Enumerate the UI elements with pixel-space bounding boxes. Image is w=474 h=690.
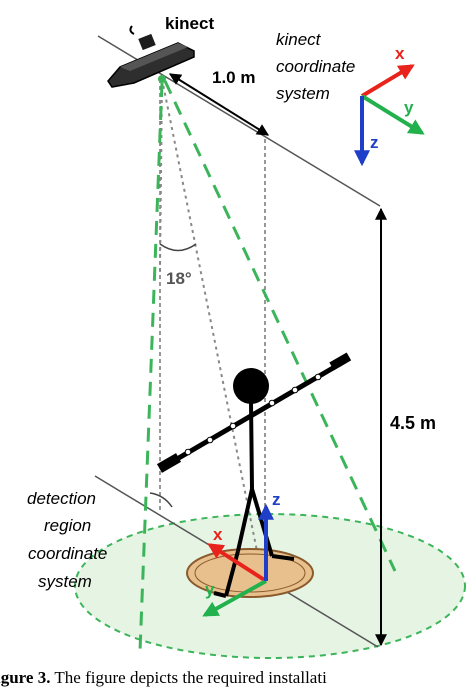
fov-line-left bbox=[138, 82, 164, 652]
kinect-y-axis bbox=[360, 94, 425, 135]
kinect-cs-label-3: system bbox=[276, 84, 330, 103]
detection-y-label: y bbox=[205, 580, 215, 599]
height-label: 4.5 m bbox=[390, 413, 436, 433]
detection-cs-label-2: region bbox=[44, 516, 91, 535]
detection-z-label: z bbox=[272, 490, 281, 509]
kinect-label: kinect bbox=[165, 14, 214, 33]
person-figure-icon bbox=[156, 352, 352, 598]
detection-x-axis bbox=[207, 543, 268, 583]
distance-label: 1.0 m bbox=[212, 68, 255, 87]
kinect-axes bbox=[354, 64, 425, 167]
angle-label: 18° bbox=[166, 269, 192, 288]
detection-axes bbox=[202, 503, 274, 617]
view-line-tilted bbox=[161, 78, 263, 577]
figure-caption: igure 3. The figure depicts the required… bbox=[0, 668, 474, 690]
detection-cs-label-3: coordinate bbox=[28, 544, 107, 563]
kinect-x-axis bbox=[360, 64, 415, 98]
caption-text: The figure depicts the required installa… bbox=[54, 668, 327, 687]
kinect-cs-label-2: coordinate bbox=[276, 57, 355, 76]
kinect-x-label: x bbox=[395, 44, 405, 63]
kinect-cs-label-1: kinect bbox=[276, 30, 322, 49]
kinect-y-label: y bbox=[404, 98, 414, 117]
detection-cs-label-4: system bbox=[38, 572, 92, 591]
kinect-z-label: z bbox=[370, 133, 379, 152]
caption-figure-number: igure 3. bbox=[0, 668, 51, 687]
angle-arc bbox=[159, 243, 197, 252]
detection-cs-label-1: detection bbox=[27, 489, 96, 508]
distance-arrow bbox=[168, 73, 270, 136]
detection-y-axis bbox=[202, 579, 267, 617]
corner-angle-left bbox=[149, 492, 173, 508]
detection-x-label: x bbox=[213, 525, 223, 544]
kinect-sensor-icon bbox=[107, 25, 195, 88]
